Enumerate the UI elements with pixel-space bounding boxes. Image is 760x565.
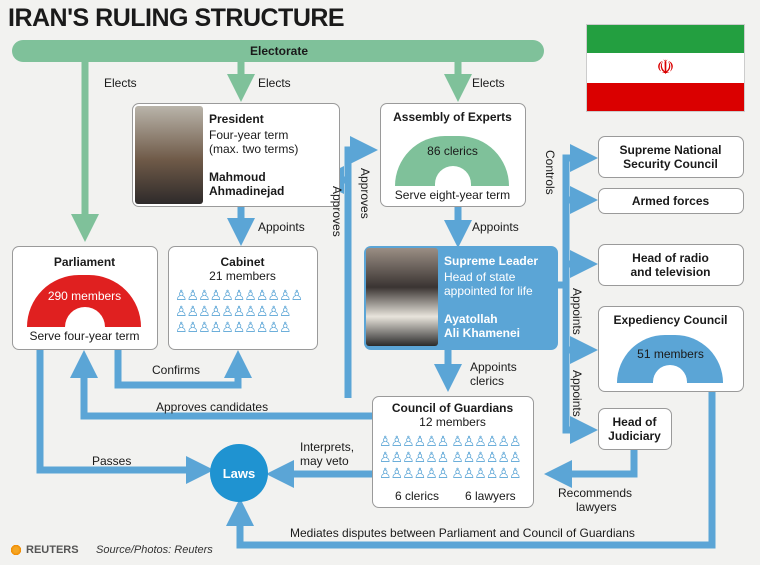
appoints-bus [562,285,598,444]
footer-brand: REUTERS [26,544,79,556]
electorate-label: Electorate [250,44,309,58]
president-term-1: Four-year term [209,128,289,142]
guardians-box: Council of Guardians 12 members ♙♙♙♙♙♙ ♙… [372,396,534,508]
cabinet-members: 21 members [209,269,276,283]
parliament-members: 290 members [47,289,122,303]
president-box: President Four-year term (max. two terms… [132,103,340,207]
leader-name-1: Ayatollah [444,312,498,326]
security-council-label-1: Supreme National [619,143,722,157]
page-title: IRAN'S RULING STRUCTURE [8,4,345,32]
leader-desc-1: Head of state [444,270,516,284]
approves-line [344,136,378,398]
electorate-bar [12,40,544,62]
judiciary-label-2: Judiciary [608,429,661,443]
guardians-heading: Council of Guardians [391,401,514,415]
leader-heading: Supreme Leader [444,254,539,268]
supreme-leader-box: Supreme Leader Head of state appointed f… [364,246,558,350]
approves-candidates-line [70,350,372,420]
mediates-label: Mediates disputes between Parliament and… [290,526,635,540]
parliament-term: Serve four-year term [29,329,140,343]
leader-photo [366,248,438,346]
controls-label: Controls [543,150,557,195]
approves-label-2: Approves [358,168,372,219]
passes-line [36,350,214,484]
appoints-label-v1: Appoints [570,288,584,335]
judiciary-box: Head of Judiciary [598,408,672,450]
cabinet-heading: Cabinet [220,255,265,269]
approves-candidates-label: Approves candidates [156,400,269,414]
president-name-1: Mahmoud [209,170,266,184]
recommends-label-1: Recommends [558,486,633,500]
expediency-heading: Expediency Council [613,313,728,327]
judiciary-label-1: Head of [612,415,657,429]
guardians-clerics: 6 clerics [395,489,440,503]
president-name-2: Ahmadinejad [209,184,285,198]
iran-flag-icon: ☫ [586,24,745,112]
passes-label: Passes [92,454,132,468]
controls-bus [558,144,598,289]
assembly-heading: Assembly of Experts [393,110,512,124]
parliament-heading: Parliament [53,255,116,269]
laws-node: Laws [210,444,268,502]
elects-label-2: Elects [258,76,291,90]
assembly-box: Assembly of Experts 86 clerics Serve eig… [380,103,526,207]
expediency-members: 51 members [637,347,704,361]
cabinet-people: ♙♙♙♙♙♙♙♙♙♙♙♙♙♙♙♙♙♙♙♙♙♙♙♙♙♙♙♙♙♙♙ [175,287,303,335]
armed-forces-label: Armed forces [631,194,710,208]
appoints-clerics-label-2: clerics [470,374,505,388]
radio-tv-label-1: Head of radio [632,251,709,265]
footer-source: Source/Photos: Reuters [96,544,213,556]
assembly-term: Serve eight-year term [394,188,511,202]
guardians-lawyers: 6 lawyers [465,489,516,503]
recommends-line [544,448,638,488]
approves-label-1: Approves [330,186,344,237]
guardians-members: 12 members [419,415,486,429]
security-council-box: Supreme National Security Council [598,136,744,178]
confirms-label: Confirms [152,363,201,377]
leader-desc-2: appointed for life [444,284,533,298]
radio-tv-box: Head of radio and television [598,244,744,286]
interprets-label-2: may veto [300,454,349,468]
elects-label-3: Elects [472,76,505,90]
armed-forces-box: Armed forces [598,188,744,214]
appoints-clerics-label-1: Appoints [470,360,517,374]
expediency-council-box: Expediency Council 51 members [598,306,744,392]
elects-label-1: Elects [104,76,137,90]
appoints-leader-label: Appoints [472,220,519,234]
leader-name-2: Ali Khamenei [444,326,521,340]
appoints-cabinet-label: Appoints [258,220,305,234]
appoints-label-v2: Appoints [570,370,584,417]
president-photo [135,106,203,204]
cabinet-box: Cabinet 21 members ♙♙♙♙♙♙♙♙♙♙♙♙♙♙♙♙♙♙♙♙♙… [168,246,318,350]
president-heading: President [209,112,264,126]
guardians-people: ♙♙♙♙♙♙ ♙♙♙♙♙♙♙♙♙♙♙♙ ♙♙♙♙♙♙♙♙♙♙♙♙ ♙♙♙♙♙♙ [379,433,522,481]
reuters-logo-icon [10,544,22,556]
security-council-label-2: Security Council [623,157,718,171]
parliament-box: Parliament 290 members Serve four-year t… [12,246,158,350]
president-term-2: (max. two terms) [209,142,299,156]
radio-tv-label-2: and television [630,265,711,279]
recommends-label-2: lawyers [576,500,617,514]
interprets-label-1: Interprets, [300,440,355,454]
mediates-line [226,390,716,549]
confirms-line [114,350,252,389]
assembly-members: 86 clerics [427,144,478,158]
